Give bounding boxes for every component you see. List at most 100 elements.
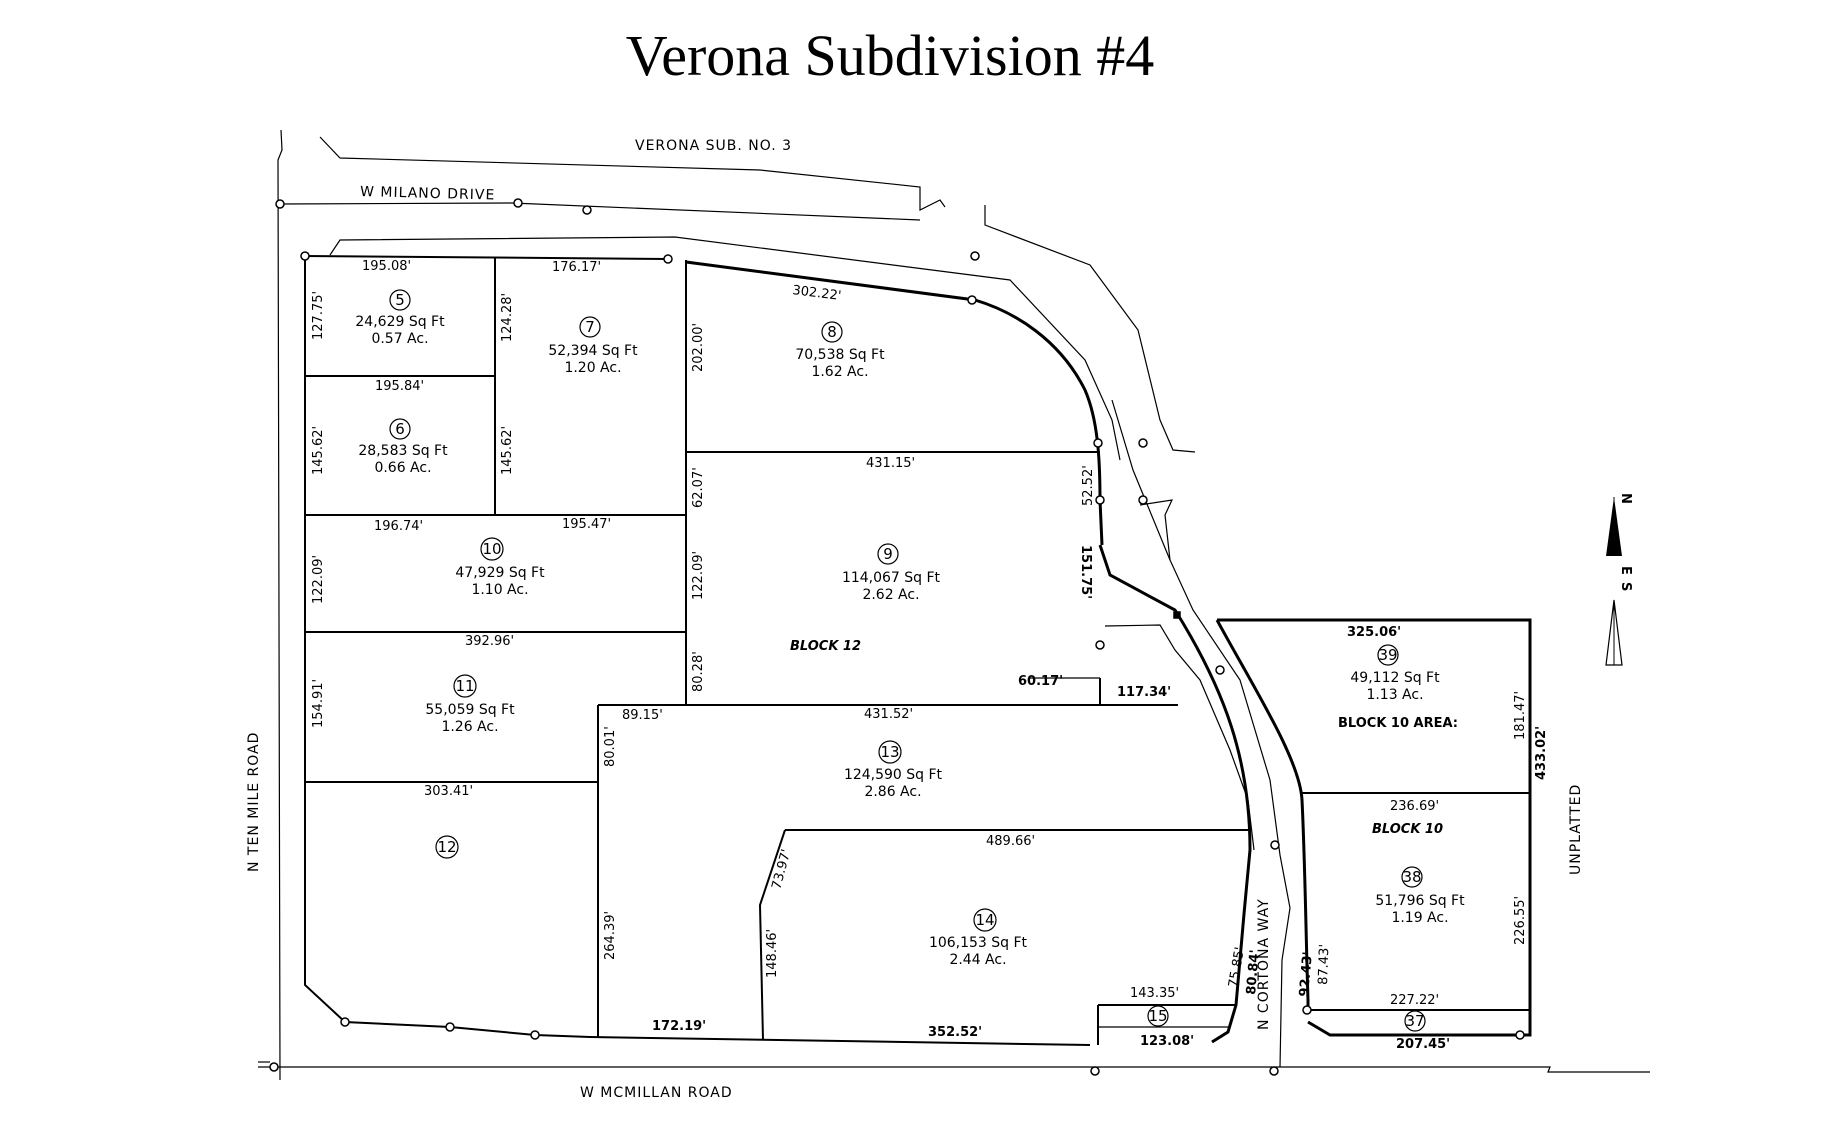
dimension-label: 195.47' [562, 517, 611, 532]
dimension-label: 172.19' [652, 1019, 706, 1034]
dimension-label: 62.07' [691, 467, 706, 508]
lot-area-acres: 1.20 Ac. [564, 360, 621, 376]
dimension-label: 195.08' [362, 259, 411, 274]
north-letter: N [1618, 493, 1633, 504]
dimension-label: 433.02' [1534, 726, 1549, 780]
dimension-label: 392.96' [465, 634, 514, 649]
lot-area-sqft: 52,394 Sq Ft [548, 343, 638, 359]
lot-7: 7 52,394 Sq Ft 1.20 Ac. [548, 316, 638, 376]
dimension-label: 431.15' [866, 456, 915, 471]
dimension-label: 176.17' [552, 260, 601, 275]
lot-38: 38 51,796 Sq Ft 1.19 Ac. [1375, 866, 1465, 926]
dimension-label: 80.84' [1244, 949, 1263, 995]
lot-number: 11 [455, 677, 474, 695]
lot-area-sqft: 124,590 Sq Ft [844, 767, 943, 783]
dimension-label: 202.00' [691, 323, 706, 372]
lot-5: 5 24,629 Sq Ft 0.57 Ac. [355, 289, 445, 347]
lot-6: 6 28,583 Sq Ft 0.66 Ac. [358, 418, 448, 476]
dimension-label: 207.45' [1396, 1037, 1450, 1052]
dimension-label: 431.52' [864, 707, 913, 722]
cortona-way-label: N CORTONA WAY [1256, 898, 1272, 1030]
east-letter: E [1618, 566, 1633, 575]
dimension-label: 117.34' [1117, 685, 1171, 700]
lot-12: 12 [435, 835, 459, 859]
lot-area-sqft: 70,538 Sq Ft [795, 347, 885, 363]
lot-number: 12 [437, 838, 456, 856]
north-arrow-icon: N E S [1605, 493, 1633, 666]
milano-drive-label: W MILANO DRIVE [360, 184, 496, 204]
lot-area-acres: 1.62 Ac. [811, 364, 868, 380]
adjacent-subdivision-label: VERONA SUB. NO. 3 [635, 138, 792, 154]
page-title: Verona Subdivision #4 [625, 23, 1155, 88]
lot-area-sqft: 49,112 Sq Ft [1350, 670, 1440, 686]
dimension-label: 302.22' [792, 283, 843, 304]
lot-area-acres: 1.19 Ac. [1391, 910, 1448, 926]
lot-area-sqft: 106,153 Sq Ft [929, 935, 1028, 951]
lot-11: 11 55,059 Sq Ft 1.26 Ac. [425, 674, 515, 735]
dimension-labels: 195.08' 176.17' 302.22' 127.75' 124.28' … [311, 259, 1549, 1052]
dimension-label: 60.17' [1018, 674, 1063, 689]
dimension-label: 325.06' [1347, 625, 1401, 640]
lot-area-sqft: 51,796 Sq Ft [1375, 893, 1465, 909]
lot-number: 9 [883, 545, 893, 563]
lot-area-acres: 2.86 Ac. [864, 784, 921, 800]
lot-number: 10 [482, 540, 501, 558]
lot-number: 14 [975, 911, 994, 929]
lot-area-sqft: 47,929 Sq Ft [455, 565, 545, 581]
dimension-label: 122.09' [311, 555, 326, 604]
lot-37: 37 [1404, 1010, 1426, 1032]
dimension-label: 489.66' [986, 834, 1035, 849]
lot-area-acres: 2.44 Ac. [949, 952, 1006, 968]
dimension-label: 195.84' [375, 379, 424, 394]
lot-area-sqft: 24,629 Sq Ft [355, 314, 445, 330]
dimension-label: 264.39' [603, 911, 618, 960]
dimension-label: 122.09' [691, 551, 706, 600]
block-10-area-label: BLOCK 10 AREA: [1338, 716, 1458, 731]
dimension-label: 154.91' [311, 679, 326, 728]
lot-number: 39 [1378, 646, 1397, 664]
block-12-label: BLOCK 12 [790, 639, 861, 654]
dimension-label: 89.15' [622, 708, 663, 723]
lot-number: 38 [1402, 868, 1421, 886]
dimension-label: 75.85' [1226, 946, 1248, 989]
lot-number: 7 [585, 318, 595, 336]
lot-area-sqft: 28,583 Sq Ft [358, 443, 448, 459]
dimension-label: 80.01' [603, 726, 618, 767]
lot-area-acres: 0.57 Ac. [371, 331, 428, 347]
lot-39: 39 49,112 Sq Ft 1.13 Ac. [1350, 644, 1440, 703]
lot-area-acres: 1.26 Ac. [441, 719, 498, 735]
dimension-label: 123.08' [1140, 1034, 1194, 1049]
lot-number: 13 [880, 743, 899, 761]
lot-number: 15 [1148, 1007, 1167, 1025]
dimension-label: 73.97' [769, 848, 794, 891]
lot-number: 6 [395, 420, 405, 438]
dimension-label: 143.35' [1130, 986, 1179, 1001]
unplatted-label: UNPLATTED [1568, 784, 1584, 875]
lot-number: 37 [1405, 1012, 1424, 1030]
lot-10: 10 47,929 Sq Ft 1.10 Ac. [455, 537, 545, 598]
dimension-label: 87.43' [1316, 944, 1332, 985]
dimension-label: 127.75' [311, 291, 326, 340]
lot-area-acres: 0.66 Ac. [374, 460, 431, 476]
dimension-label: 145.62' [311, 426, 326, 475]
dimension-label: 226.55' [1513, 896, 1528, 945]
ten-mile-road-label: N TEN MILE ROAD [246, 732, 262, 872]
lot-14: 14 106,153 Sq Ft 2.44 Ac. [929, 908, 1028, 968]
dimension-label: 80.28' [691, 651, 706, 692]
dimension-label: 52.52' [1081, 465, 1096, 506]
dimension-label: 151.75' [1078, 545, 1093, 599]
survey-monuments [269, 198, 1525, 1076]
dimension-label: 148.46' [765, 929, 780, 978]
dimension-label: 124.28' [500, 293, 515, 342]
dimension-label: 196.74' [374, 519, 423, 534]
dimension-label: 92.43' [1297, 951, 1316, 997]
lot-15: 15 [1147, 1005, 1169, 1027]
dimension-label: 352.52' [928, 1025, 982, 1040]
lot-area-sqft: 55,059 Sq Ft [425, 702, 515, 718]
mcmillan-road-label: W MCMILLAN ROAD [580, 1085, 733, 1101]
dimension-label: 227.22' [1390, 993, 1439, 1008]
south-letter: S [1618, 582, 1633, 591]
lot-area-acres: 2.62 Ac. [862, 587, 919, 603]
block-10-label: BLOCK 10 [1372, 822, 1443, 837]
lot-area-sqft: 114,067 Sq Ft [842, 570, 941, 586]
